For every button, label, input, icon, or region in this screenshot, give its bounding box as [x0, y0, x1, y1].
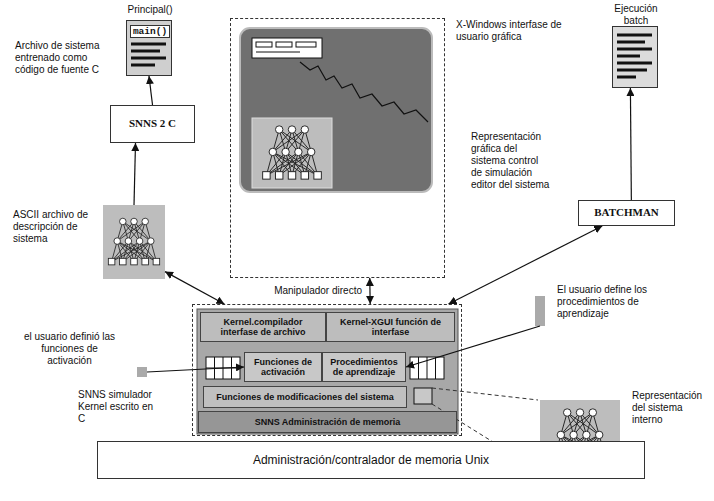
widget-box: [276, 42, 292, 47]
network-store: [414, 388, 432, 404]
user-input: el usuario definió las funciones de acti…: [137, 367, 147, 377]
widget-box: [296, 42, 316, 47]
connector: [134, 143, 136, 205]
document-icon: [612, 26, 658, 88]
box-label: Funciones de modificaciones del sistema: [213, 392, 397, 402]
network-icon-box: ASCII archivo de descripción de sistema: [103, 205, 165, 279]
chart-line: [300, 62, 428, 122]
network-panel: [252, 118, 332, 188]
node-caption: SNNS simulador Kernel escrito en C: [78, 389, 160, 425]
connector: [630, 88, 632, 200]
connector: [149, 76, 153, 105]
widget-box: [256, 42, 272, 47]
connector: [147, 367, 244, 372]
box-label: Kernel-XGUI función de interfase: [327, 317, 454, 338]
text-bars: [617, 35, 652, 77]
process-box: BATCHMAN: [578, 200, 675, 226]
user-square: [137, 367, 147, 377]
connector: [165, 272, 224, 304]
kernel-module: Procedimientos de aprendizaje: [322, 352, 406, 382]
screen: [240, 28, 432, 192]
kernel-module: Funciones de activación: [244, 352, 322, 382]
kernel-module: Kernel.compilador interfase de archivo: [200, 312, 326, 342]
process-box: SNNS 2 C: [110, 105, 195, 143]
node-caption: El usuario define los procedimientos de …: [557, 284, 669, 320]
document-icon: Ejecución batch: [612, 26, 658, 88]
network-icon: [263, 126, 322, 179]
box-label: BATCHMAN: [591, 206, 662, 219]
node-caption: main(): [130, 25, 170, 38]
annotation: Archivo de sistema entrenado como código…: [15, 40, 103, 76]
network-icon: [108, 218, 159, 265]
gui-region: X-Windows interfase de usuario gráficaRe…: [230, 18, 445, 278]
edge-label: Manipulador directo: [272, 285, 364, 297]
node-caption: Ejecución batch: [601, 3, 671, 27]
node-caption: el usuario definió las funciones de acti…: [22, 331, 117, 367]
node-caption: ASCII archivo de descripción de sistema: [13, 209, 97, 245]
system-bar: Administración/contralador de memoria Un…: [97, 441, 645, 479]
network-panel: [103, 205, 165, 279]
box-label: Administración/contralador de memoria Un…: [250, 453, 492, 467]
document-icon: [126, 20, 172, 76]
kernel-module: Kernel-XGUI función de interfase: [326, 312, 455, 342]
connector: [369, 278, 371, 304]
node-caption: Principal(): [107, 4, 193, 16]
node-caption: X-Windows interfase de usuario gráfica: [456, 19, 568, 43]
kernel-region: SNNS simulador Kernel escrito en CKernel…: [192, 304, 462, 436]
memory-band: SNNS Administración de memoria: [198, 411, 457, 433]
user-input: El usuario define los procedimientos de …: [535, 296, 545, 326]
kernel-panel: [197, 309, 458, 434]
box-label: SNNS Administración de memoria: [252, 417, 404, 427]
node-caption: Representación gráfica del sistema contr…: [471, 131, 551, 191]
box-label: Kernel.compilador interfase de archivo: [201, 317, 325, 338]
node-caption: Representación del sistema interno: [632, 390, 712, 426]
box-label: Procedimientos de aprendizaje: [323, 357, 405, 378]
widget-line: [256, 52, 300, 53]
text-bars: [131, 44, 166, 65]
box-label: SNNS 2 C: [126, 117, 179, 130]
user-square: [535, 296, 545, 326]
kernel-module: Funciones de modificaciones del sistema: [203, 386, 407, 408]
window-widget: [252, 38, 322, 58]
document-icon: Principal()main(): [126, 20, 172, 76]
box-label: Funciones de activación: [245, 357, 321, 378]
